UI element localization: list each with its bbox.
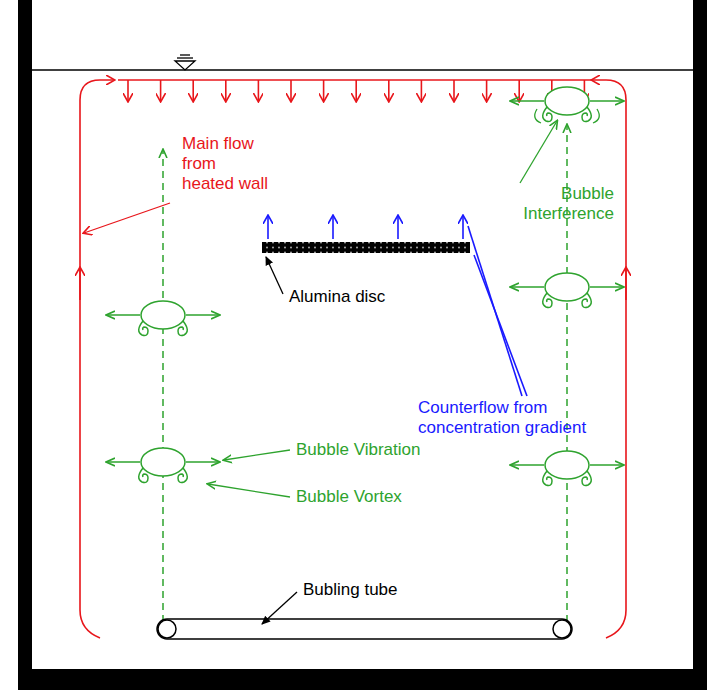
down-flow-arrow xyxy=(160,80,162,101)
down-flow-arrow xyxy=(258,80,260,101)
down-flow-arrow xyxy=(518,80,520,101)
tank-wall xyxy=(693,0,707,690)
tank-bottom xyxy=(18,669,707,690)
main-flow xyxy=(80,80,626,638)
tank-wall xyxy=(18,0,32,690)
bubble-label: Bubble Interference xyxy=(494,184,614,224)
down-flow-arrow xyxy=(323,80,325,101)
down-flow-arrow xyxy=(127,80,129,101)
down-flow-arrow xyxy=(192,80,194,101)
down-flow-arrow xyxy=(388,80,390,101)
bubble xyxy=(511,273,623,308)
bubble xyxy=(511,87,623,123)
alumina-disc-texture xyxy=(262,242,470,253)
bubbles xyxy=(107,87,623,486)
bubble-path xyxy=(163,125,567,622)
down-flow-arrow xyxy=(290,80,292,101)
water-level-symbol xyxy=(175,55,195,70)
leader-lines xyxy=(84,121,557,624)
bubble-label: Bubble Vortex xyxy=(296,487,456,507)
bubble xyxy=(511,451,623,486)
flow-label: Counterflow from concentration gradient xyxy=(418,398,618,438)
bubbling-tube xyxy=(157,619,572,639)
part-label: Bubling tube xyxy=(303,580,443,600)
bubble xyxy=(107,448,219,483)
bubble xyxy=(107,301,219,336)
down-flow-arrow xyxy=(453,80,455,101)
flow-label: Main flow from heated wall xyxy=(182,134,268,194)
alumina-disc xyxy=(262,242,470,253)
part-label: Alumina disc xyxy=(289,287,419,307)
down-flow-arrow xyxy=(421,80,423,101)
counterflow-arrows xyxy=(268,216,527,396)
down-flow-arrow xyxy=(486,80,488,101)
water-surface xyxy=(32,69,693,70)
down-flow-arrow xyxy=(355,80,357,101)
down-flow-arrow xyxy=(225,80,227,101)
bubble-label: Bubble Vibration xyxy=(296,440,456,460)
